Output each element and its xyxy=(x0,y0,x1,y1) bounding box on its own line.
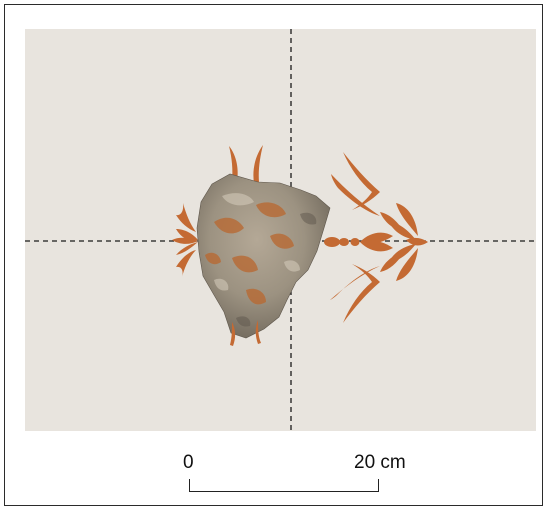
scale-bar-line xyxy=(189,491,379,492)
scale-start-label: 0 xyxy=(183,452,194,473)
right-plume-motif xyxy=(324,152,428,323)
top-strokes-motif xyxy=(229,145,263,183)
scale-end-label: 20 cm xyxy=(354,452,406,473)
left-plume-motif xyxy=(172,203,198,277)
bottom-strokes-motif xyxy=(230,320,261,346)
rock-fragment xyxy=(196,173,331,339)
scale-right-tick xyxy=(378,479,379,491)
scale-left-tick xyxy=(189,479,190,491)
